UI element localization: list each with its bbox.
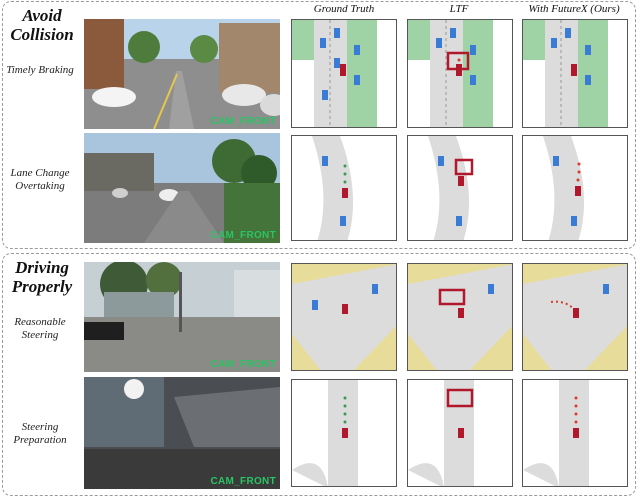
bev-ltf-row-1 xyxy=(407,19,513,128)
section-avoid-collision xyxy=(2,1,636,249)
section-driving-properly xyxy=(2,253,636,496)
bev-ltf-row-4 xyxy=(407,379,513,487)
section-title-driving-properly: Driving Properly xyxy=(11,258,73,296)
bev-futurex-row-4 xyxy=(522,379,628,487)
row-label-timely-braking: Timely Braking xyxy=(6,64,74,76)
section-title-avoid-collision: Avoid Collision xyxy=(10,6,74,44)
camera-image-row-1: CAM_FRONT xyxy=(84,19,280,129)
camera-tag: CAM_FRONT xyxy=(210,476,276,487)
bev-futurex-row-3 xyxy=(522,263,628,371)
camera-tag: CAM_FRONT xyxy=(210,359,276,370)
bev-ground-truth-row-1 xyxy=(291,19,397,128)
camera-image-row-4: CAM_FRONT xyxy=(84,377,280,489)
camera-tag: CAM_FRONT xyxy=(210,116,276,127)
bev-ground-truth-row-3 xyxy=(291,263,397,371)
column-header-futurex: With FutureX (Ours) xyxy=(528,3,620,15)
column-header-ltf: LTF xyxy=(449,3,469,15)
column-header-ground-truth: Ground Truth xyxy=(313,3,375,15)
bev-ground-truth-row-2 xyxy=(291,135,397,241)
bev-futurex-row-2 xyxy=(522,135,628,241)
bev-ltf-row-3 xyxy=(407,263,513,371)
row-label-steering-preparation: Steering Preparation xyxy=(13,421,67,446)
row-label-lane-change: Lane Change Overtaking xyxy=(10,167,70,192)
camera-tag: CAM_FRONT xyxy=(210,230,276,241)
bev-ground-truth-row-4 xyxy=(291,379,397,487)
bev-ltf-row-2 xyxy=(407,135,513,241)
camera-image-row-3: CAM_FRONT xyxy=(84,262,280,372)
camera-image-row-2: CAM_FRONT xyxy=(84,133,280,243)
row-label-reasonable-steering: Reasonable Steering xyxy=(14,316,66,341)
bev-futurex-row-1 xyxy=(522,19,628,128)
